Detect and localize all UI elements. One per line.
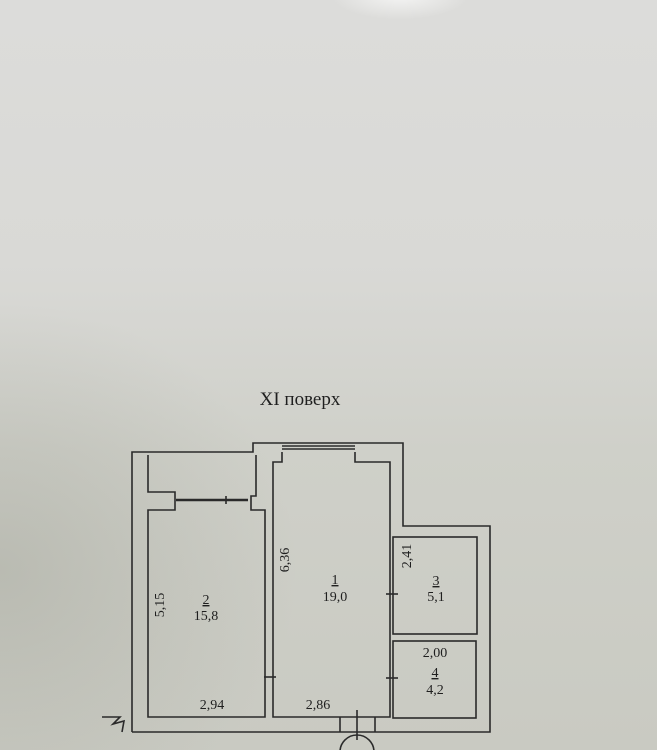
floor-title: XI поверх [260, 389, 341, 410]
room-4: 2,00 4 4,2 [423, 646, 448, 698]
room-2-number: 2 [203, 593, 210, 608]
room-4-area: 4,2 [426, 683, 444, 698]
room-1-length: 6,36 [278, 548, 293, 573]
room-1-number: 1 [332, 573, 339, 588]
room-2-width: 2,94 [200, 698, 225, 713]
photo-shadow [0, 300, 300, 750]
room-2: 2 15,8 5,15 2,94 [153, 593, 224, 713]
room-4-number: 4 [432, 666, 439, 681]
room-1: 1 19,0 6,36 2,86 [278, 548, 347, 713]
photo-glare [330, 0, 470, 20]
room-2-length: 5,15 [153, 593, 168, 618]
walls [102, 442, 491, 750]
room-4-dimension: 2,00 [423, 646, 448, 661]
room-3-dimension: 2,41 [400, 544, 415, 569]
room-1-area: 19,0 [323, 590, 348, 605]
room-2-area: 15,8 [194, 609, 219, 624]
room-3: 3 5,1 2,41 [400, 544, 445, 605]
room-3-area: 5,1 [427, 590, 445, 605]
room-3-number: 3 [433, 574, 440, 589]
room-1-width: 2,86 [306, 698, 331, 713]
